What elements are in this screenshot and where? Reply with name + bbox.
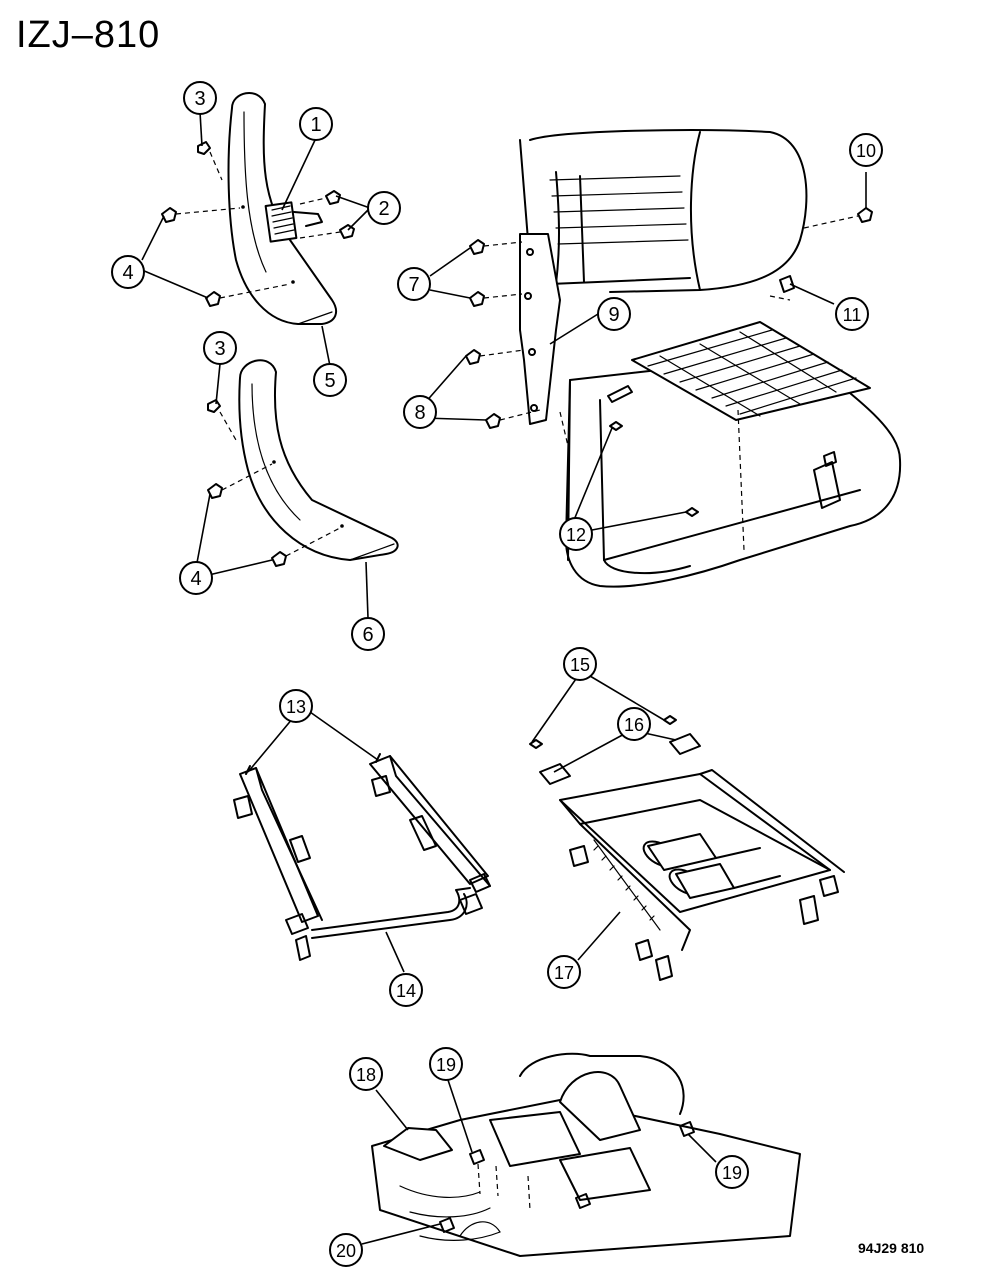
leader-lines — [141, 111, 867, 1245]
screw-group-seat — [465, 207, 873, 429]
callout-7-label: 7 — [408, 274, 419, 296]
callout-3a-label: 3 — [194, 88, 205, 110]
screw-group-upper — [161, 141, 355, 307]
figure-code: 94J29 810 — [858, 1240, 925, 1256]
callout-9-label: 9 — [608, 304, 619, 326]
lower-side-shield — [238, 359, 399, 561]
callout-11-label: 11 — [843, 305, 862, 325]
callout-4b: 4 — [179, 561, 213, 595]
callout-12: 12 — [559, 517, 593, 551]
callout-18: 18 — [349, 1057, 383, 1091]
callout-10: 10 — [849, 133, 883, 167]
callout-4b-label: 4 — [190, 568, 201, 590]
callout-16-label: 16 — [624, 715, 644, 735]
callout-7: 7 — [397, 267, 431, 301]
callout-13: 13 — [279, 689, 313, 723]
callout-15: 15 — [563, 647, 597, 681]
callout-4a: 4 — [111, 255, 145, 289]
callout-2-label: 2 — [378, 198, 389, 220]
seat-assembly — [519, 129, 902, 588]
callout-8: 8 — [403, 395, 437, 429]
callout-4a-label: 4 — [122, 262, 133, 284]
callout-3b: 3 — [203, 331, 237, 365]
callout-6: 6 — [351, 617, 385, 651]
screw-group-lower — [207, 399, 341, 567]
callout-19a: 19 — [429, 1047, 463, 1081]
callout-19a-label: 19 — [436, 1055, 456, 1075]
callout-18-label: 18 — [356, 1065, 376, 1085]
callout-12-label: 12 — [566, 525, 586, 545]
callout-5: 5 — [313, 363, 347, 397]
callout-16: 16 — [617, 707, 651, 741]
callout-20: 20 — [329, 1233, 363, 1267]
callout-17-label: 17 — [554, 963, 574, 983]
callout-11: 11 — [835, 297, 869, 331]
floor-mount — [371, 1052, 801, 1257]
callout-15-label: 15 — [570, 655, 590, 675]
callout-3a: 3 — [183, 81, 217, 115]
callout-17: 17 — [547, 955, 581, 989]
callout-20-label: 20 — [336, 1241, 356, 1261]
upper-side-shield — [227, 92, 338, 325]
callout-10-label: 10 — [856, 141, 876, 161]
callout-1: 1 — [299, 107, 333, 141]
callout-19b: 19 — [715, 1155, 749, 1189]
callout-2: 2 — [367, 191, 401, 225]
callout-9: 9 — [597, 297, 631, 331]
callout-1-label: 1 — [310, 114, 321, 136]
callout-8-label: 8 — [414, 402, 425, 424]
manual-seat-track — [233, 753, 491, 961]
diagram-title: IZJ–810 — [16, 14, 161, 56]
callout-19b-label: 19 — [722, 1163, 742, 1183]
callout-3b-label: 3 — [214, 338, 225, 360]
callout-5-label: 5 — [324, 370, 335, 392]
callout-14: 14 — [389, 973, 423, 1007]
callout-6-label: 6 — [362, 624, 373, 646]
callout-14-label: 14 — [396, 981, 416, 1001]
power-seat-track — [529, 715, 845, 981]
callout-13-label: 13 — [286, 697, 306, 717]
